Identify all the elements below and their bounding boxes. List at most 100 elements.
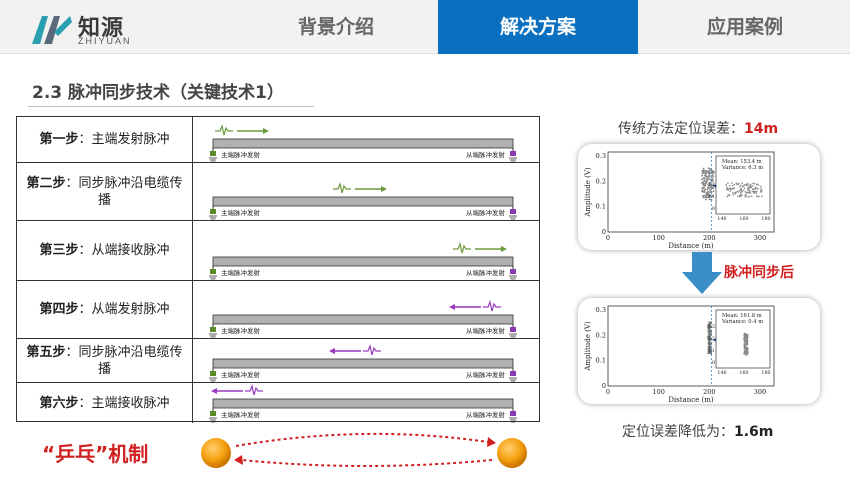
inset-y-tick: 0.2	[707, 336, 715, 342]
y-tick-label: 0.3	[596, 306, 606, 314]
slave-end-label: 从端脉冲发射	[466, 326, 506, 335]
ball-right-icon	[497, 438, 527, 468]
pulse-arrow-icon	[211, 386, 263, 395]
slave-end-label: 从端脉冲发射	[466, 370, 506, 379]
cable-diagram-svg: 主端脉冲发射 从端脉冲发射	[193, 339, 539, 383]
step-row: 第五步：同步脉冲沿电缆传播主端脉冲发射 从端脉冲发射	[17, 339, 539, 383]
cable	[213, 359, 513, 368]
master-end-label: 主端脉冲发射	[221, 410, 261, 419]
ground-icon	[509, 148, 517, 162]
x-tick-label: 200	[703, 234, 715, 242]
x-tick-label: 300	[754, 234, 766, 242]
ground-icon	[209, 266, 217, 280]
before-error-label: 传统方法定位误差：	[618, 121, 744, 137]
top-navbar: 知源 ZHIYUAN 背景介绍 解决方案 应用案例	[0, 0, 850, 54]
tab-solution[interactable]: 解决方案	[438, 0, 638, 54]
y-axis-label: Amplitude (V)	[584, 167, 592, 218]
ground-icon	[509, 266, 517, 280]
cable	[213, 399, 513, 408]
x-tick-label: 300	[754, 388, 766, 396]
x-tick-label: 0	[606, 388, 610, 396]
ground-icon	[509, 206, 517, 220]
cable	[213, 315, 513, 324]
plot-card-before: 0.30.20.100100200300Distance (m)Amplitud…	[578, 144, 820, 250]
y-tick-label: 0.3	[596, 152, 606, 160]
master-end-label: 主端脉冲发射	[221, 150, 261, 159]
pulse-arrow-icon	[449, 302, 501, 311]
logo-text-en: ZHIYUAN	[78, 36, 132, 46]
cable-diagram-svg: 主端脉冲发射 从端脉冲发射	[193, 383, 539, 423]
ground-icon	[209, 324, 217, 338]
step-label: 第五步：同步脉冲沿电缆传播	[17, 339, 193, 382]
x-tick-label: 100	[652, 234, 664, 242]
inset-y-tick: 0	[712, 206, 715, 212]
y-tick-label: 0.1	[596, 357, 606, 365]
cable	[213, 139, 513, 148]
ball-left-icon	[201, 438, 231, 468]
cable-diagram-svg: 主端脉冲发射从端脉冲发射	[193, 221, 539, 281]
ground-icon	[209, 368, 217, 382]
step-row: 第二步：同步脉冲沿电缆传播主端脉冲发射 从端脉冲发射	[17, 163, 539, 221]
y-axis-label: Amplitude (V)	[584, 321, 592, 372]
ground-icon	[509, 324, 517, 338]
after-sync-label: 脉冲同步后	[724, 262, 794, 282]
x-tick-label: 0	[606, 234, 610, 242]
slave-end-label: 从端脉冲发射	[466, 208, 506, 217]
after-error-text: 定位误差降低为：1.6m	[622, 421, 773, 441]
cable-diagram-svg: 主端脉冲发射 从端脉冲发射	[193, 163, 539, 221]
ground-icon	[209, 206, 217, 220]
step-label: 第四步：从端发射脉冲	[17, 281, 193, 338]
cable-diagram: 主端脉冲发射 从端脉冲发射	[193, 163, 539, 220]
step-number: 第四步	[39, 302, 78, 317]
distance-plot-before: 0.30.20.100100200300Distance (m)Amplitud…	[578, 144, 820, 250]
step-label: 第六步：主端接收脉冲	[17, 383, 193, 423]
step-label: 第三步：从端接收脉冲	[17, 221, 193, 280]
slave-end-label: 从端脉冲发射	[466, 150, 506, 159]
step-row: 第一步：主端发射脉冲主端脉冲发射 从端脉冲发射	[17, 117, 539, 163]
x-axis-label: Distance (m)	[668, 396, 714, 404]
step-label: 第二步：同步脉冲沿电缆传播	[17, 163, 193, 220]
step-description: ：同步脉冲沿电缆传播	[66, 345, 183, 377]
before-error-text: 传统方法定位误差：14m	[618, 118, 778, 138]
ground-icon	[509, 408, 517, 422]
step-number: 第六步	[39, 396, 78, 411]
cable-diagram: 主端脉冲发射从端脉冲发射	[193, 281, 539, 338]
step-number: 第二步	[26, 176, 65, 191]
pingpong-arrow-left	[242, 460, 492, 466]
inset-y-tick: 0.1	[707, 348, 715, 354]
tab-cases[interactable]: 应用案例	[640, 0, 850, 54]
master-end-label: 主端脉冲发射	[221, 370, 261, 379]
ground-icon	[209, 408, 217, 422]
inset-x-tick: 140	[717, 370, 726, 376]
step-label: 第一步：主端发射脉冲	[17, 117, 193, 162]
inset-y-tick: 0.2	[707, 182, 715, 188]
pulse-arrow-icon	[333, 184, 387, 193]
inset-x-tick: 160	[739, 216, 748, 222]
step-description: ：主端发射脉冲	[79, 132, 170, 147]
x-axis-label: Distance (m)	[668, 242, 714, 250]
step-row: 第三步：从端接收脉冲主端脉冲发射从端脉冲发射	[17, 221, 539, 281]
ground-icon	[209, 148, 217, 162]
before-error-value: 14m	[744, 121, 778, 137]
slave-end-label: 从端脉冲发射	[466, 410, 506, 419]
after-error-label: 定位误差降低为：	[622, 424, 734, 440]
inset-x-tick: 140	[717, 216, 726, 222]
pingpong-label: “乒乓”机制	[42, 438, 148, 467]
inset-x-tick: 180	[761, 216, 770, 222]
tab-background[interactable]: 背景介绍	[236, 0, 436, 54]
cable-diagram: 主端脉冲发射 从端脉冲发射	[193, 117, 539, 162]
step-row: 第四步：从端发射脉冲主端脉冲发射从端脉冲发射	[17, 281, 539, 339]
x-tick-label: 200	[703, 388, 715, 396]
cable-diagram-svg: 主端脉冲发射 从端脉冲发射	[193, 117, 539, 163]
y-tick-label: 0.2	[596, 177, 606, 185]
master-end-label: 主端脉冲发射	[221, 208, 261, 217]
ground-icon	[509, 368, 517, 382]
logo-mark-icon	[30, 12, 74, 46]
inset-variance: Variance: 6.3 m	[721, 165, 763, 171]
step-number: 第三步	[39, 243, 78, 258]
inset-y-tick: 0	[712, 360, 715, 366]
after-error-value: 1.6m	[734, 424, 773, 440]
step-number: 第一步	[39, 132, 78, 147]
section-divider	[28, 106, 314, 107]
distance-plot-after: 0.30.20.100100200300Distance (m)Amplitud…	[578, 298, 820, 404]
